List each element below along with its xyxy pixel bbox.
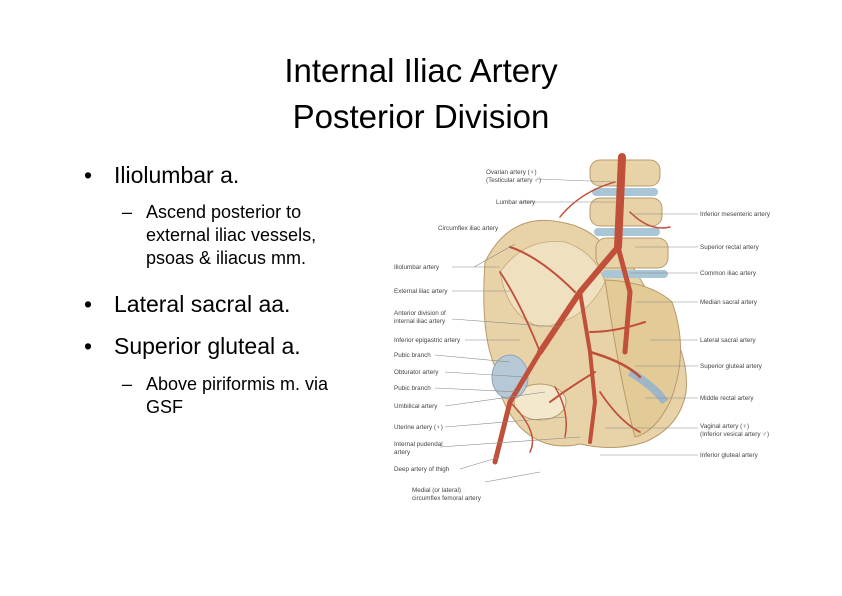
label-internal-pudendal-2: artery xyxy=(394,449,411,456)
label-inferior-epigastric: Inferior epigastric artery xyxy=(394,337,461,344)
sub-bullet-text: Ascend posterior to external iliac vesse… xyxy=(146,201,386,270)
label-inferior-gluteal: Inferior gluteal artery xyxy=(700,452,759,459)
sacrospinous-ligament xyxy=(627,368,669,405)
label-middle-rectal: Middle rectal artery xyxy=(700,395,754,402)
label-anterior-division-2: internal iliac artery xyxy=(394,318,446,325)
label-external-iliac: External iliac artery xyxy=(394,288,448,295)
bullet-text: Lateral sacral aa. xyxy=(114,291,291,317)
label-iliolumbar: Iliolumbar artery xyxy=(394,264,440,271)
right-leader-lines xyxy=(518,178,698,456)
left-labels: Circumflex iliac artery Iliolumbar arter… xyxy=(394,225,499,502)
bullet-dot: • xyxy=(84,333,93,359)
label-lumbar: Lumbar artery xyxy=(496,199,536,206)
bullet-text: Superior gluteal a. xyxy=(114,333,301,359)
label-internal-pudendal-1: Internal pudendal xyxy=(394,441,443,448)
label-testicular: (Testicular artery ♂) xyxy=(486,177,541,184)
label-pubic-branch-1: Pubic branch xyxy=(394,352,431,359)
label-inferior-vesical: (Inferior vesical artery ♂) xyxy=(700,431,769,438)
label-vaginal: Vaginal artery (♀) xyxy=(700,423,749,430)
label-superior-gluteal: Superior gluteal artery xyxy=(700,363,763,370)
label-lateral-sacral: Lateral sacral artery xyxy=(700,337,756,344)
label-anterior-division-1: Anterior division of xyxy=(394,310,446,317)
bullet-text: Iliolumbar a. xyxy=(114,162,240,188)
label-umbilical: Umbilical artery xyxy=(394,403,438,410)
top-labels: Ovarian artery (♀) (Testicular artery ♂)… xyxy=(486,169,541,206)
sub-dash: – xyxy=(122,374,133,394)
sub-bullet-text: Above piriformis m. via GSF xyxy=(146,373,386,419)
right-labels: Inferior mesenteric artery Superior rect… xyxy=(700,211,771,459)
left-leader-lines xyxy=(434,243,581,483)
label-circumflex-femoral-2: circumflex femoral artery xyxy=(412,495,482,502)
title-line-1: Internal Iliac Artery xyxy=(284,52,558,89)
slide-title: Internal Iliac Artery Posterior Division xyxy=(0,48,842,140)
sub-line: GSF xyxy=(146,397,184,417)
bullet-dot: • xyxy=(84,291,93,317)
label-median-sacral: Median sacral artery xyxy=(700,299,758,306)
pelvic-artery-illustration: Circumflex iliac artery Iliolumbar arter… xyxy=(394,153,771,502)
label-circumflex-femoral-1: Medial (or lateral) xyxy=(412,487,461,494)
label-inferior-mesenteric: Inferior mesenteric artery xyxy=(700,211,771,218)
label-deep-artery-thigh: Deep artery of thigh xyxy=(394,466,450,473)
label-uterine: Uterine artery (♀) xyxy=(394,424,443,431)
label-circumflex-iliac: Circumflex iliac artery xyxy=(438,225,499,232)
sub-line: Ascend posterior to xyxy=(146,202,302,222)
obturator-foramen xyxy=(513,383,567,421)
title-line-2: Posterior Division xyxy=(292,98,550,135)
label-obturator: Obturator artery xyxy=(394,369,439,376)
sub-line: external iliac vessels, xyxy=(146,225,317,245)
label-pubic-branch-2: Pubic branch xyxy=(394,385,431,392)
label-common-iliac: Common iliac artery xyxy=(700,270,757,277)
sub-line: Above piriformis m. via xyxy=(146,374,329,394)
sub-line: psoas & iliacus mm. xyxy=(146,248,307,268)
label-ovarian: Ovarian artery (♀) xyxy=(486,169,537,176)
label-superior-rectal: Superior rectal artery xyxy=(700,244,760,251)
bullet-dot: • xyxy=(84,162,93,188)
sub-dash: – xyxy=(122,202,133,222)
